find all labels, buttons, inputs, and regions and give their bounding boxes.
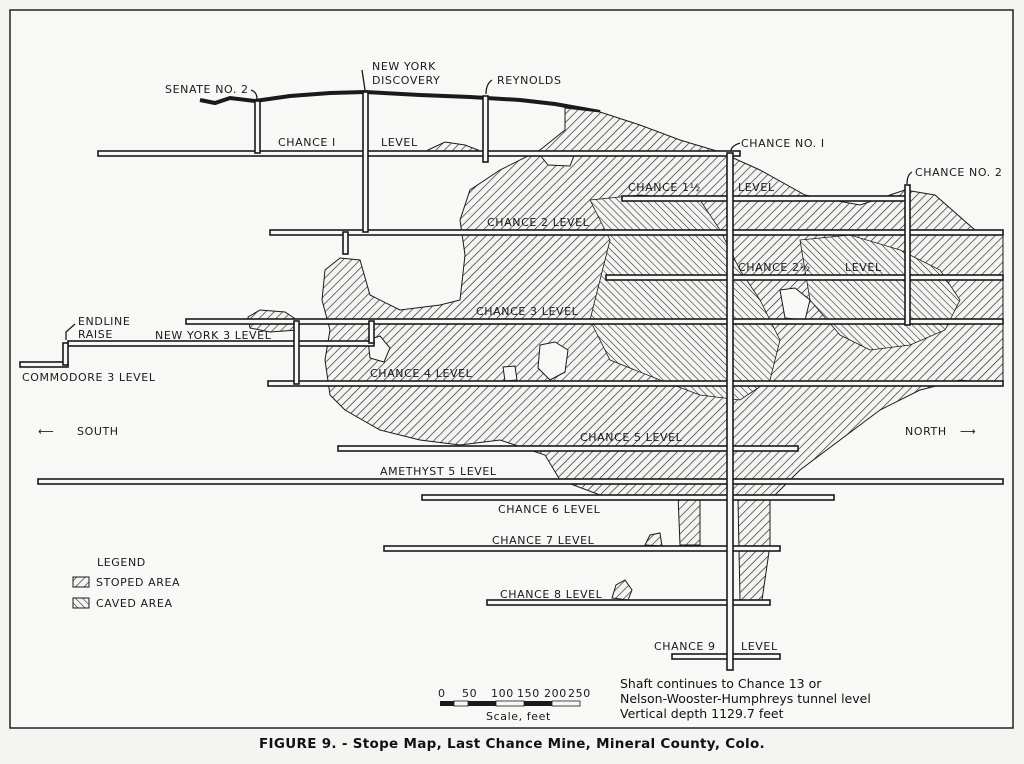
legend-caved-swatch <box>72 597 90 609</box>
label-commodore-3: COMMODORE 3 LEVEL <box>22 371 156 384</box>
endline-raise <box>62 342 69 366</box>
drift-chance-1-5 <box>621 195 908 202</box>
raise-new-york-3 <box>368 320 375 344</box>
label-senate-no2: SENATE NO. 2 <box>165 83 249 96</box>
label-chance-4: CHANCE 4 LEVEL <box>370 367 473 380</box>
south-arrow-icon: ⟵ <box>38 425 54 438</box>
pointer-new-york <box>361 69 366 91</box>
shaft-reynolds <box>482 95 489 163</box>
pointer-chance-no2 <box>906 171 913 185</box>
drift-chance-8 <box>486 599 771 606</box>
label-chance-1: CHANCE I <box>278 136 336 149</box>
scale-segment <box>468 701 496 706</box>
shaft-chance-no2 <box>904 184 911 326</box>
label-chance-1-5-level: LEVEL <box>738 181 775 194</box>
pointer-senate <box>250 89 258 100</box>
shaft-note: Shaft continues to Chance 13 or Nelson-W… <box>620 676 871 721</box>
label-chance-no2: CHANCE NO. 2 <box>915 166 1002 179</box>
drift-chance-1 <box>97 150 741 157</box>
drift-chance-4 <box>267 380 1004 387</box>
label-new-york: NEW YORK <box>372 60 436 73</box>
north-arrow-icon: ⟶ <box>960 425 976 438</box>
label-chance-1-level: LEVEL <box>381 136 418 149</box>
shaft-pointers <box>65 69 913 340</box>
scale-segment <box>524 701 552 706</box>
shafts <box>62 91 911 671</box>
label-chance-9-level: LEVEL <box>741 640 778 653</box>
shaft-senate-no2 <box>254 100 261 154</box>
label-chance-7: CHANCE 7 LEVEL <box>492 534 595 547</box>
label-new-york-3: NEW YORK 3 LEVEL <box>155 329 272 342</box>
unmined-island <box>502 365 518 382</box>
label-chance-2-5: CHANCE 2½ <box>738 261 811 274</box>
label-amethyst-5: AMETHYST 5 LEVEL <box>380 465 497 478</box>
scale-segment <box>453 700 469 707</box>
legend-title: LEGEND <box>97 556 146 569</box>
level-labels: CHANCE I LEVEL CHANCE 1½ LEVEL CHANCE 2 … <box>22 136 882 653</box>
drift-chance-9 <box>671 653 781 660</box>
drift-chance-7 <box>383 545 781 552</box>
label-chance-5: CHANCE 5 LEVEL <box>580 431 683 444</box>
scale-tick-label: 200 <box>544 687 567 700</box>
scale-segment <box>495 700 525 707</box>
label-north: NORTH <box>905 425 947 438</box>
label-chance-2-5-level: LEVEL <box>845 261 882 274</box>
label-discovery: DISCOVERY <box>372 74 440 87</box>
scale-tick-label: 50 <box>462 687 477 700</box>
scale-bar: 0 50 100 150 200 250 Scale, feet <box>438 687 591 723</box>
shaft-chance-no1 <box>726 152 734 671</box>
scale-label: Scale, feet <box>486 710 551 723</box>
note-line-1: Shaft continues to Chance 13 or <box>620 676 822 691</box>
direction-indicators: ⟵ SOUTH NORTH ⟶ <box>38 425 976 438</box>
surface-profile <box>199 89 601 114</box>
label-chance-9: CHANCE 9 <box>654 640 716 653</box>
drift-chance-2-5 <box>605 274 1004 281</box>
shaft-new-york-discovery <box>362 91 369 233</box>
scale-tick-label: 250 <box>568 687 591 700</box>
scale-tick-label: 0 <box>438 687 446 700</box>
pointer-endline <box>65 323 76 340</box>
label-chance-6: CHANCE 6 LEVEL <box>498 503 601 516</box>
scale-tick-label: 150 <box>517 687 540 700</box>
label-chance-no1: CHANCE NO. I <box>741 137 825 150</box>
shaft-labels: SENATE NO. 2 NEW YORK DISCOVERY REYNOLDS… <box>78 60 1002 341</box>
drift-amethyst-5 <box>37 478 1004 485</box>
drift-commodore-3 <box>19 361 69 368</box>
note-line-2: Nelson-Wooster-Humphreys tunnel level <box>620 691 871 706</box>
label-chance-1-5: CHANCE 1½ <box>628 181 701 194</box>
drift-chance-6 <box>421 494 835 501</box>
label-chance-8: CHANCE 8 LEVEL <box>500 588 603 601</box>
figure-caption: FIGURE 9. - Stope Map, Last Chance Mine,… <box>259 736 765 752</box>
legend-caved-label: CAVED AREA <box>96 597 173 610</box>
pointer-reynolds <box>485 79 493 95</box>
scale-segment <box>440 701 454 706</box>
drift-chance-5 <box>337 445 799 452</box>
note-line-3: Vertical depth 1129.7 feet <box>620 706 784 721</box>
raise-chance-3-4 <box>293 320 300 385</box>
label-south: SOUTH <box>77 425 119 438</box>
label-endline: ENDLINE <box>78 315 130 328</box>
unmined-island <box>779 287 811 321</box>
label-chance-2: CHANCE 2 LEVEL <box>487 216 590 229</box>
raise-chance-2 <box>342 231 349 255</box>
label-raise: RAISE <box>78 328 113 341</box>
pointer-chance-no1 <box>730 142 741 152</box>
legend-stoped-swatch <box>72 576 90 588</box>
legend-stoped-label: STOPED AREA <box>96 576 180 589</box>
drift-chance-2 <box>269 229 1004 236</box>
legend: LEGEND STOPED AREA CAVED AREA <box>72 556 180 610</box>
drift-chance-3 <box>185 318 1004 325</box>
level-drifts <box>19 150 1004 660</box>
label-chance-3: CHANCE 3 LEVEL <box>476 305 579 318</box>
unmined-island <box>537 341 569 381</box>
label-reynolds: REYNOLDS <box>497 74 562 87</box>
scale-tick-label: 100 <box>491 687 514 700</box>
scale-segment <box>551 700 581 707</box>
